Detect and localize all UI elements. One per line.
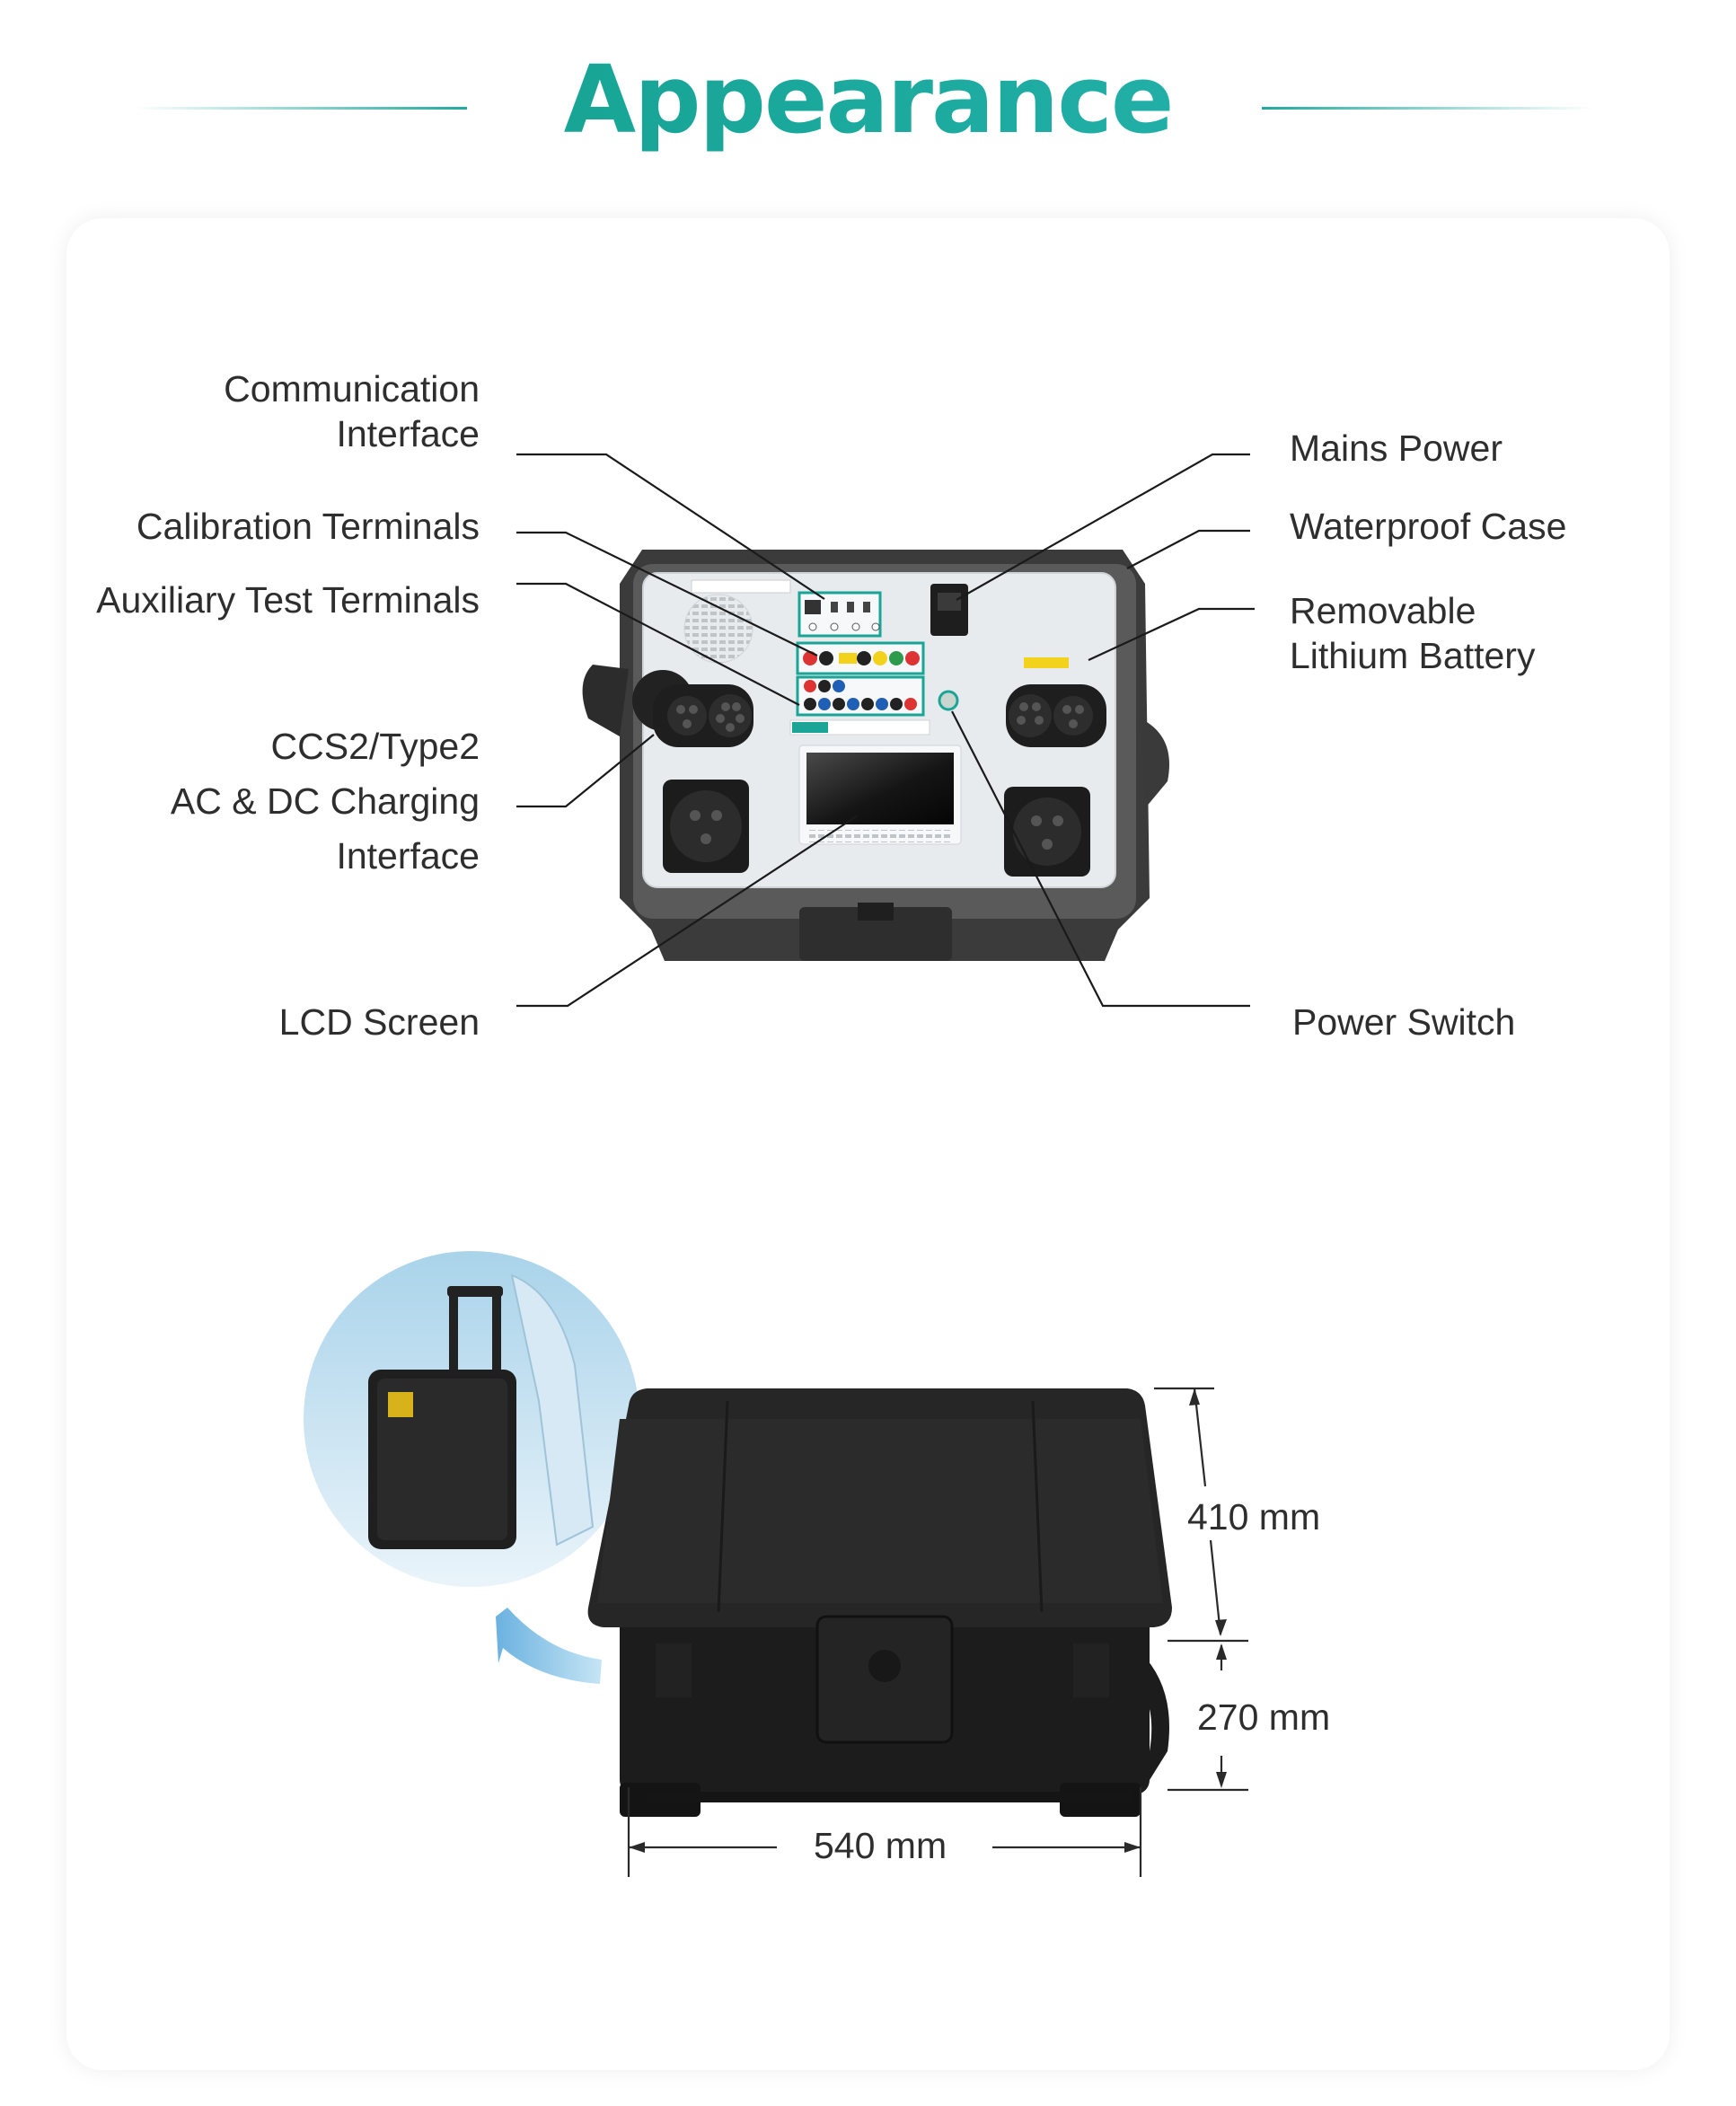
label-removable-lithium-battery: Removable Lithium Battery xyxy=(1290,590,1536,676)
label-communication-interface: Communication Interface xyxy=(224,368,480,454)
label-waterproof-case: Waterproof Case xyxy=(1290,506,1567,547)
carry-illustration xyxy=(298,1246,645,1592)
label-auxiliary-test-terminals: Auxiliary Test Terminals xyxy=(96,579,480,621)
label-calibration-terminals: Calibration Terminals xyxy=(136,506,480,547)
dimension-height: 270 mm xyxy=(1192,1696,1336,1739)
title-rule-left xyxy=(135,107,467,110)
page-title: Appearance xyxy=(0,45,1736,154)
dimension-lines xyxy=(627,1387,1248,1877)
dimension-width: 540 mm xyxy=(808,1825,953,1867)
label-ccs2-type2-interface: CCS2/Type2 AC & DC Charging Interface xyxy=(170,726,480,877)
leader-lines xyxy=(516,453,1255,1008)
label-power-switch: Power Switch xyxy=(1292,1001,1516,1043)
label-mains-power: Mains Power xyxy=(1290,427,1502,469)
closed-case xyxy=(587,1388,1172,1817)
tester-device xyxy=(582,550,1169,961)
title-rule-right xyxy=(1262,107,1594,110)
dimension-depth: 410 mm xyxy=(1182,1496,1326,1538)
arrow-icon xyxy=(496,1608,602,1684)
label-lcd-screen: LCD Screen xyxy=(278,1001,480,1043)
